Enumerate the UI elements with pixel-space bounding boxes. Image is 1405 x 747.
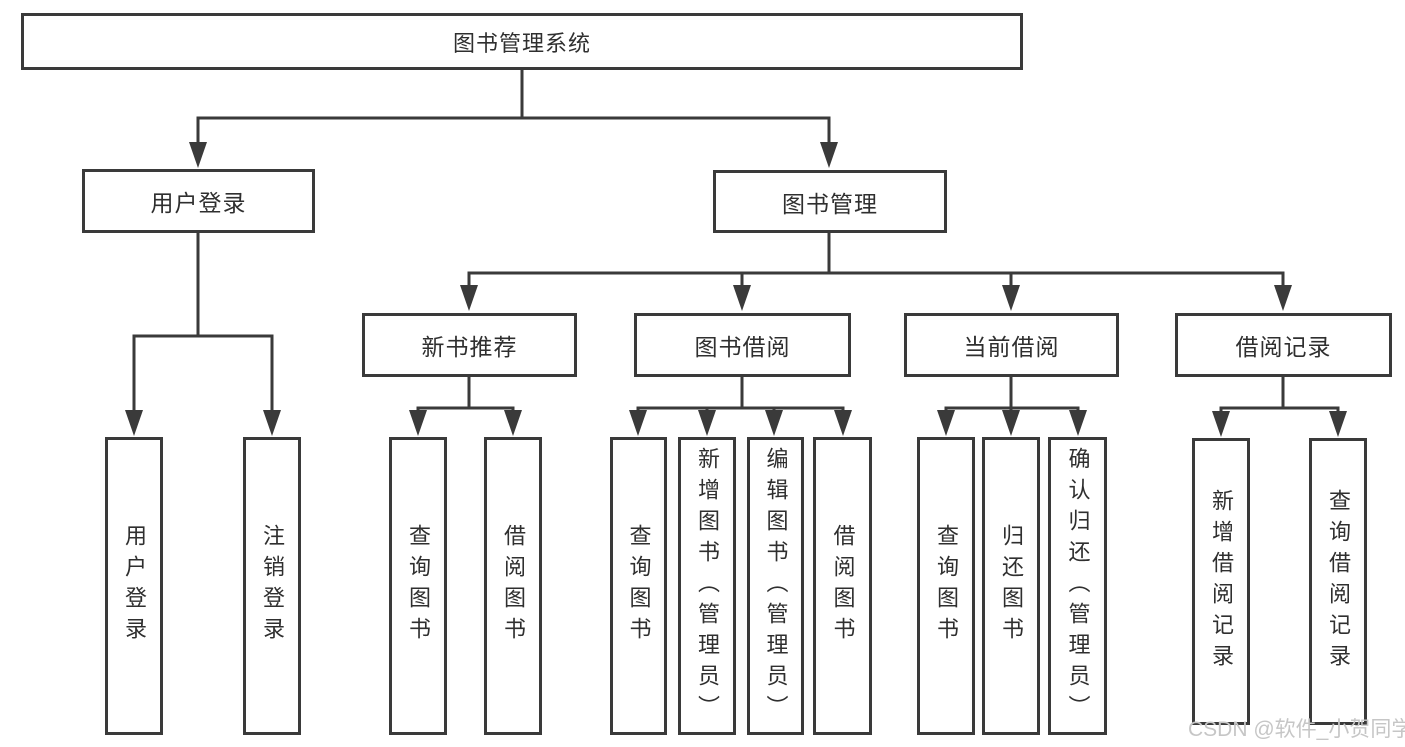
leaf-record-query-label: 查询借阅记录 bbox=[1326, 488, 1351, 675]
leaf-newbook-query-label: 查询图书 bbox=[406, 524, 431, 648]
node-new-book-recommend: 新书推荐 bbox=[362, 313, 577, 377]
leaf-user-login-label: 用户登录 bbox=[122, 524, 147, 648]
node-current-borrow: 当前借阅 bbox=[904, 313, 1119, 377]
node-book-borrow: 图书借阅 bbox=[634, 313, 851, 377]
leaf-newbook-query: 查询图书 bbox=[389, 437, 447, 735]
leaf-current-query: 查询图书 bbox=[917, 437, 975, 735]
leaf-borrow-edit-admin-label: 编辑图书（管理员） bbox=[763, 446, 789, 726]
leaf-borrow-book-label: 借阅图书 bbox=[830, 524, 856, 648]
leaf-borrow-edit-admin: 编辑图书（管理员） bbox=[747, 437, 804, 735]
leaf-newbook-borrow: 借阅图书 bbox=[484, 437, 542, 735]
leaf-confirm-return-admin-label: 确认归还（管理员） bbox=[1065, 446, 1091, 726]
leaf-newbook-borrow-label: 借阅图书 bbox=[501, 524, 526, 648]
node-user-login-label: 用户登录 bbox=[150, 190, 247, 216]
leaf-current-query-label: 查询图书 bbox=[934, 524, 959, 648]
leaf-record-query: 查询借阅记录 bbox=[1309, 438, 1367, 725]
leaf-logout-label: 注销登录 bbox=[260, 524, 285, 648]
node-new-book-recommend-label: 新书推荐 bbox=[421, 334, 518, 360]
node-borrow-records: 借阅记录 bbox=[1175, 313, 1392, 377]
leaf-record-add-label: 新增借阅记录 bbox=[1209, 488, 1234, 675]
node-current-borrow-label: 当前借阅 bbox=[963, 334, 1060, 360]
leaf-record-add: 新增借阅记录 bbox=[1192, 438, 1250, 725]
node-book-borrow-label: 图书借阅 bbox=[694, 334, 791, 360]
leaf-borrow-add-admin-label: 新增图书（管理员） bbox=[695, 446, 720, 726]
node-borrow-records-label: 借阅记录 bbox=[1235, 334, 1332, 360]
node-user-login: 用户登录 bbox=[82, 169, 315, 233]
leaf-return-book: 归还图书 bbox=[982, 437, 1040, 735]
leaf-borrow-query: 查询图书 bbox=[610, 437, 667, 735]
node-root-label: 图书管理系统 bbox=[452, 30, 591, 56]
arrowheads bbox=[125, 142, 1347, 437]
leaf-user-login: 用户登录 bbox=[105, 437, 163, 735]
leaf-logout: 注销登录 bbox=[243, 437, 301, 735]
watermark: CSDN @软件_小贺同学 bbox=[1188, 718, 1405, 741]
leaf-borrow-query-label: 查询图书 bbox=[626, 524, 652, 648]
leaf-borrow-add-admin: 新增图书（管理员） bbox=[678, 437, 736, 735]
leaf-confirm-return-admin: 确认归还（管理员） bbox=[1048, 437, 1107, 735]
leaf-borrow-book: 借阅图书 bbox=[813, 437, 872, 735]
node-book-management: 图书管理 bbox=[713, 170, 947, 233]
leaf-return-book-label: 归还图书 bbox=[999, 524, 1024, 648]
node-book-management-label: 图书管理 bbox=[782, 190, 878, 217]
node-root: 图书管理系统 bbox=[21, 13, 1023, 70]
